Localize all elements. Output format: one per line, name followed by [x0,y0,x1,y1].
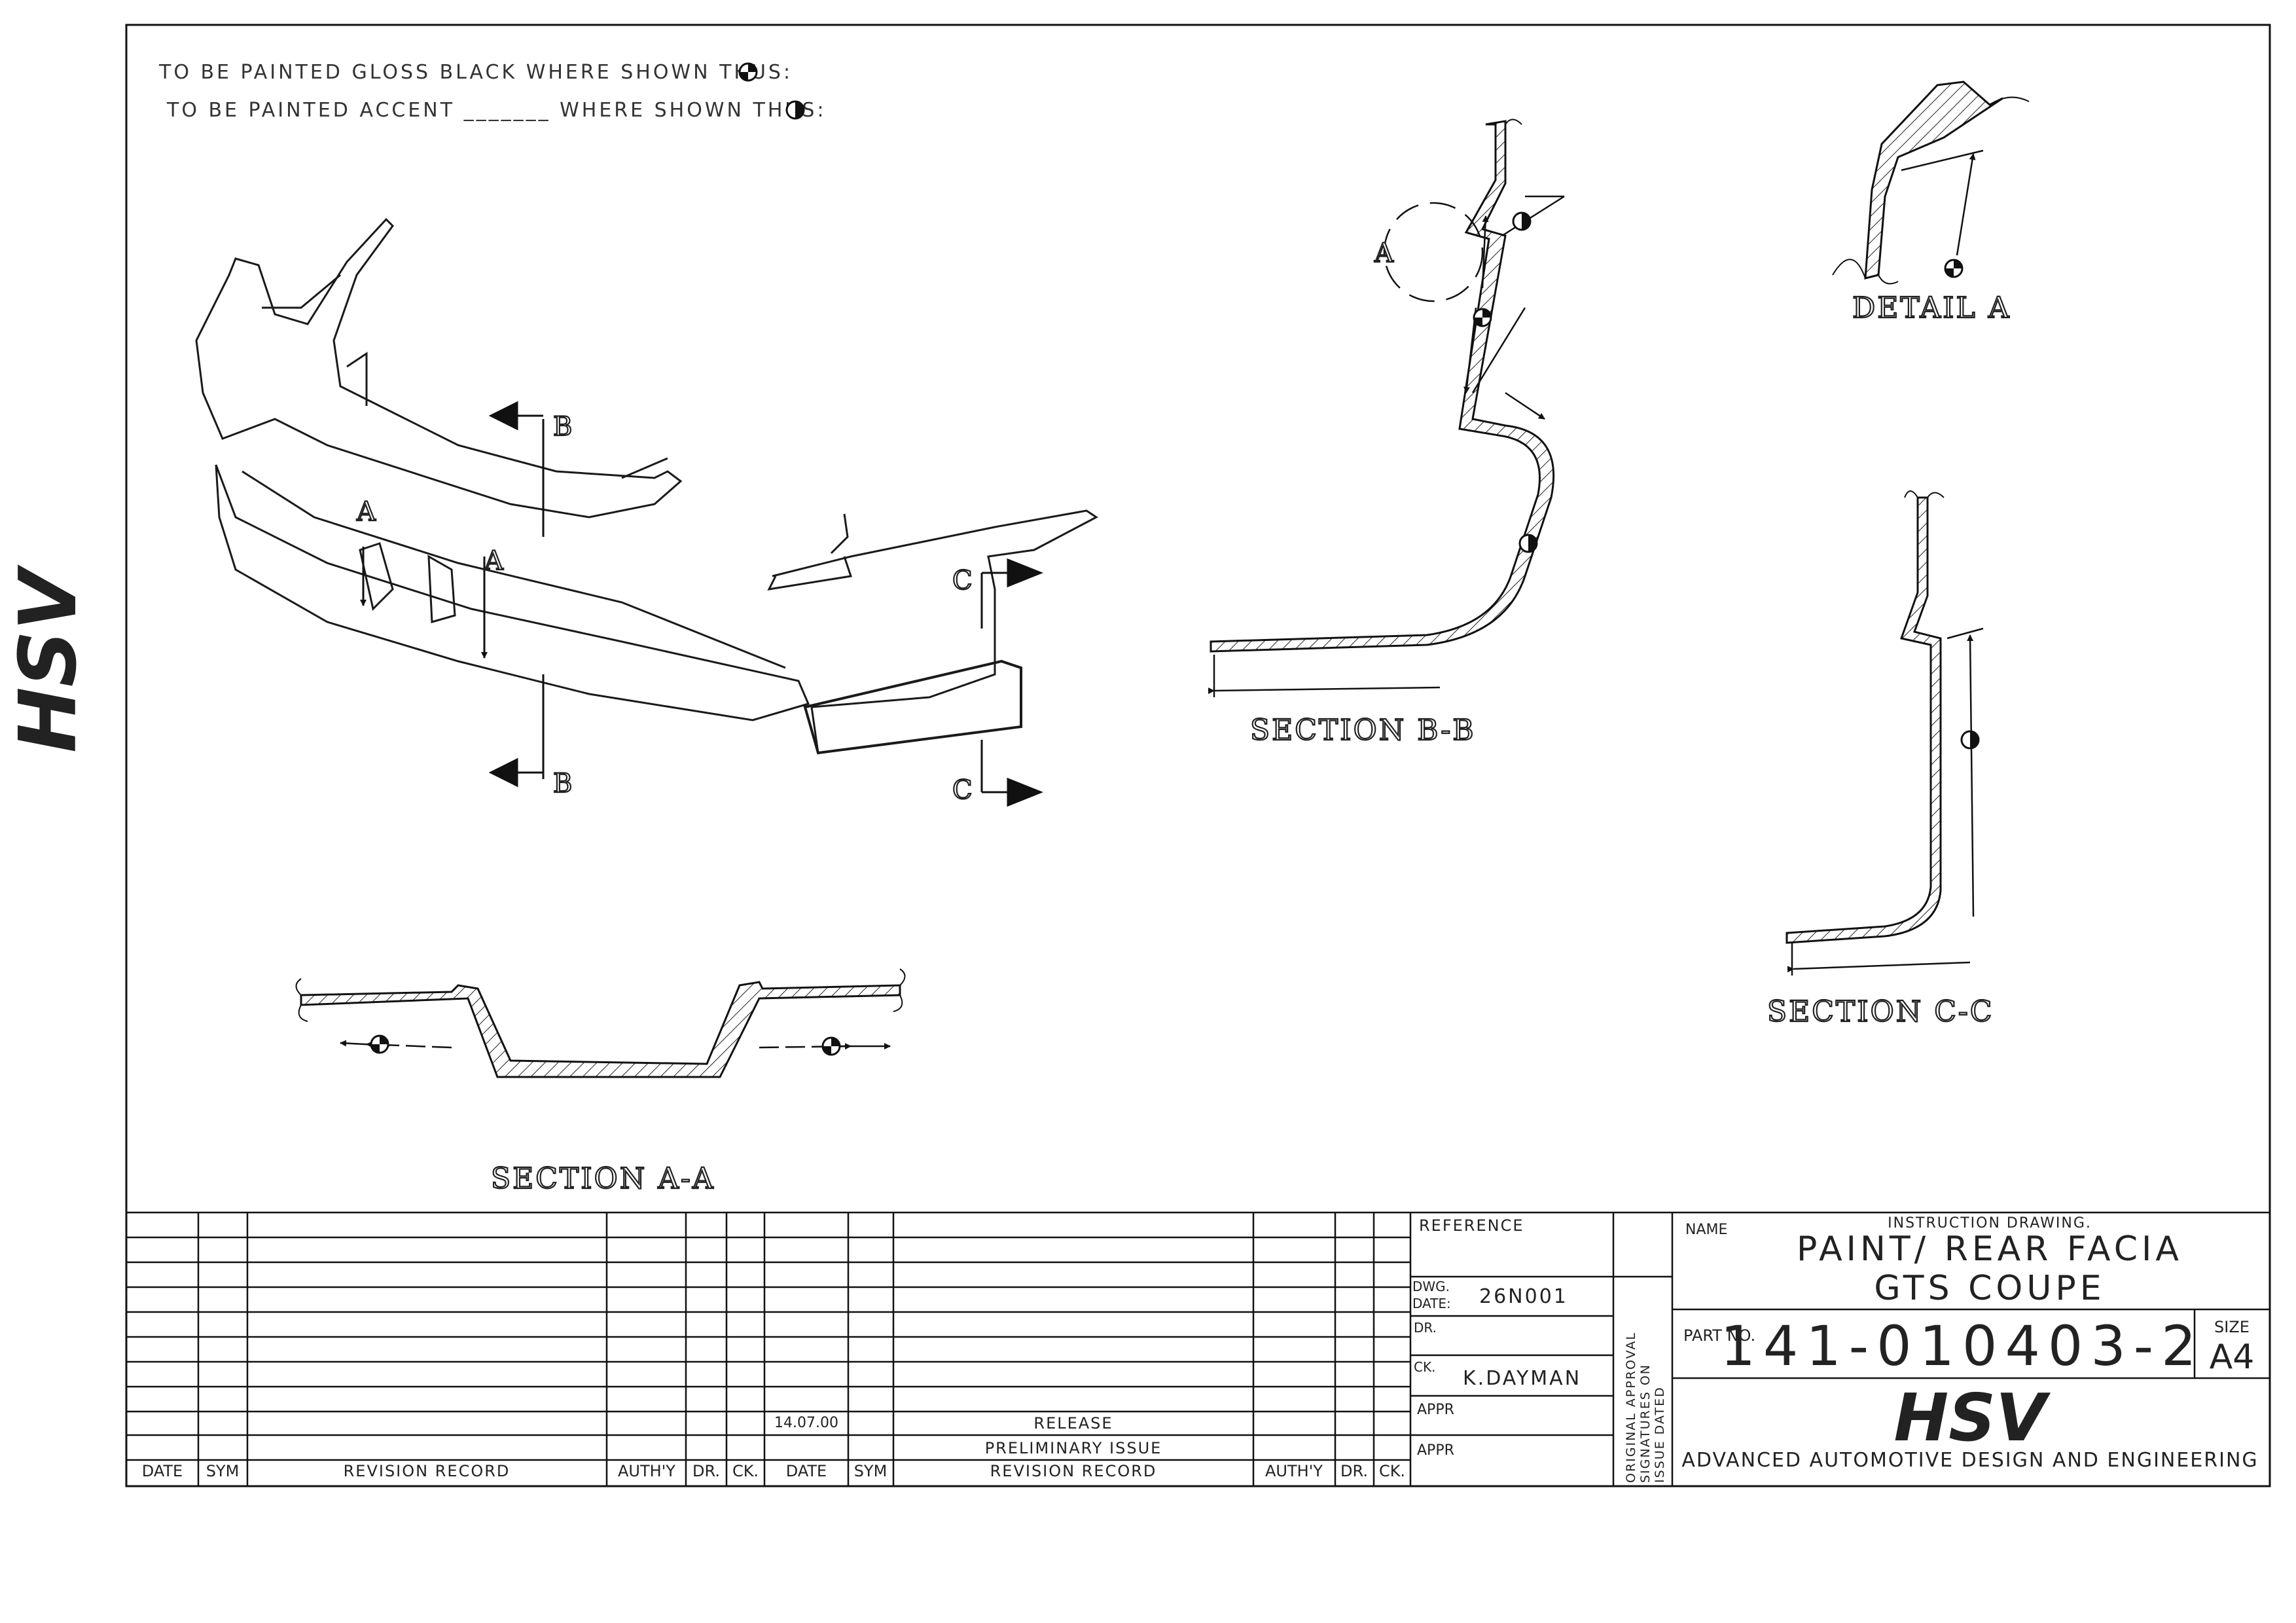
drawing-name-line-1: PAINT/ REAR FACIA [1797,1230,2183,1269]
side-logo: HSV [3,564,94,753]
detail-a-gloss-mark-icon [1944,259,1964,278]
rev-header-auth-left: AUTH'Y [618,1462,675,1480]
ck-value: K.DAYMAN [1463,1367,1581,1390]
section-bb-accent-mark-top-icon [1512,211,1532,231]
accent-symbol-icon [785,100,805,120]
part-no-label: PART NO. [1683,1326,1755,1345]
section-cc-view [1785,490,1984,976]
rear-bumper-view [195,217,1098,755]
section-aa-gloss-mark-right-icon [821,1036,841,1056]
section-aa-title: SECTION A-A [491,1162,715,1195]
appr-label-2: APPR [1417,1442,1454,1459]
section-cut-lines [360,401,1044,807]
appr-label-1: APPR [1417,1402,1454,1418]
rev-header-date-right: DATE [786,1462,827,1480]
rev-header-date-left: DATE [142,1462,183,1480]
section-bb-gloss-mark-icon [1473,308,1492,327]
accent-note: TO BE PAINTED ACCENT _______ WHERE SHOWN… [166,99,827,122]
section-bb-accent-mark-icon [1518,534,1538,553]
size-label: SIZE [2214,1318,2250,1336]
part-no-value: 141-010403-2 [1720,1314,2204,1378]
rev-header-sym-left: SYM [206,1462,240,1480]
rev-header-record-right: REVISION RECORD [990,1462,1157,1480]
bumper-label-c-bottom: C [952,775,975,805]
approval-note-line-1: ORIGINAL APPROVAL [1624,1332,1638,1483]
company-logo: HSV [1893,1379,2051,1456]
rev-entry-record-2: PRELIMINARY ISSUE [985,1439,1162,1457]
date-label: DATE: [1412,1296,1451,1311]
rev-header-ck-right: CK. [1379,1462,1405,1480]
rev-header-sym-right: SYM [854,1462,888,1480]
dwg-date-value: 26N001 [1479,1285,1568,1308]
section-cc-accent-mark-icon [1960,730,1980,750]
bumper-label-b-bottom: B [553,769,574,799]
rev-header-ck-left: CK. [732,1462,759,1480]
name-label: NAME [1685,1222,1727,1238]
rev-header-dr-left: DR. [692,1462,720,1480]
bumper-label-a-right: A [484,546,505,576]
gloss-black-note: TO BE PAINTED GLOSS BLACK WHERE SHOWN TH… [158,61,793,84]
bumper-label-c-top: C [952,566,975,596]
ck-label: CK. [1414,1359,1435,1375]
dwg-label: DWG. [1412,1279,1450,1294]
revision-table [126,1211,2270,1486]
section-aa-view [295,968,906,1078]
rev-header-record-left: REVISION RECORD [344,1462,511,1480]
section-bb-view [1208,119,1565,697]
size-value: A4 [2210,1338,2255,1377]
detail-a-title: DETAIL A [1852,291,2011,325]
company-tagline: ADVANCED AUTOMOTIVE DESIGN AND ENGINEERI… [1681,1449,2258,1472]
bumper-label-a-left: A [356,497,378,527]
approval-note-line-3: ISSUE DATED [1653,1386,1667,1483]
rev-entry-date: 14.07.00 [774,1415,838,1431]
approval-note: ORIGINAL APPROVAL SIGNATURES ON ISSUE DA… [1624,1332,1667,1483]
section-aa-gloss-mark-left-icon [370,1034,389,1054]
rev-header-auth-right: AUTH'Y [1265,1462,1323,1480]
section-cc-title: SECTION C-C [1767,995,1994,1029]
approval-note-line-2: SIGNATURES ON [1638,1364,1653,1483]
section-bb-title: SECTION B-B [1250,714,1476,747]
rev-header-dr-right: DR. [1340,1462,1368,1480]
bumper-label-b-top: B [553,412,574,442]
reference-label: REFERENCE [1419,1216,1524,1235]
rev-entry-record: RELEASE [1033,1414,1113,1432]
gloss-black-symbol-icon [738,62,758,82]
section-bb-detail-letter: A [1374,238,1395,268]
name-caption: INSTRUCTION DRAWING. [1888,1215,2092,1231]
dr-label: DR. [1414,1320,1437,1336]
detail-a-view [1832,81,2030,285]
sheet-border [125,24,2271,1487]
side-logo-text: HSV [3,564,94,753]
title-block-grid [1410,1213,2270,1486]
drawing-name-line-2: GTS COUPE [1874,1269,2105,1308]
